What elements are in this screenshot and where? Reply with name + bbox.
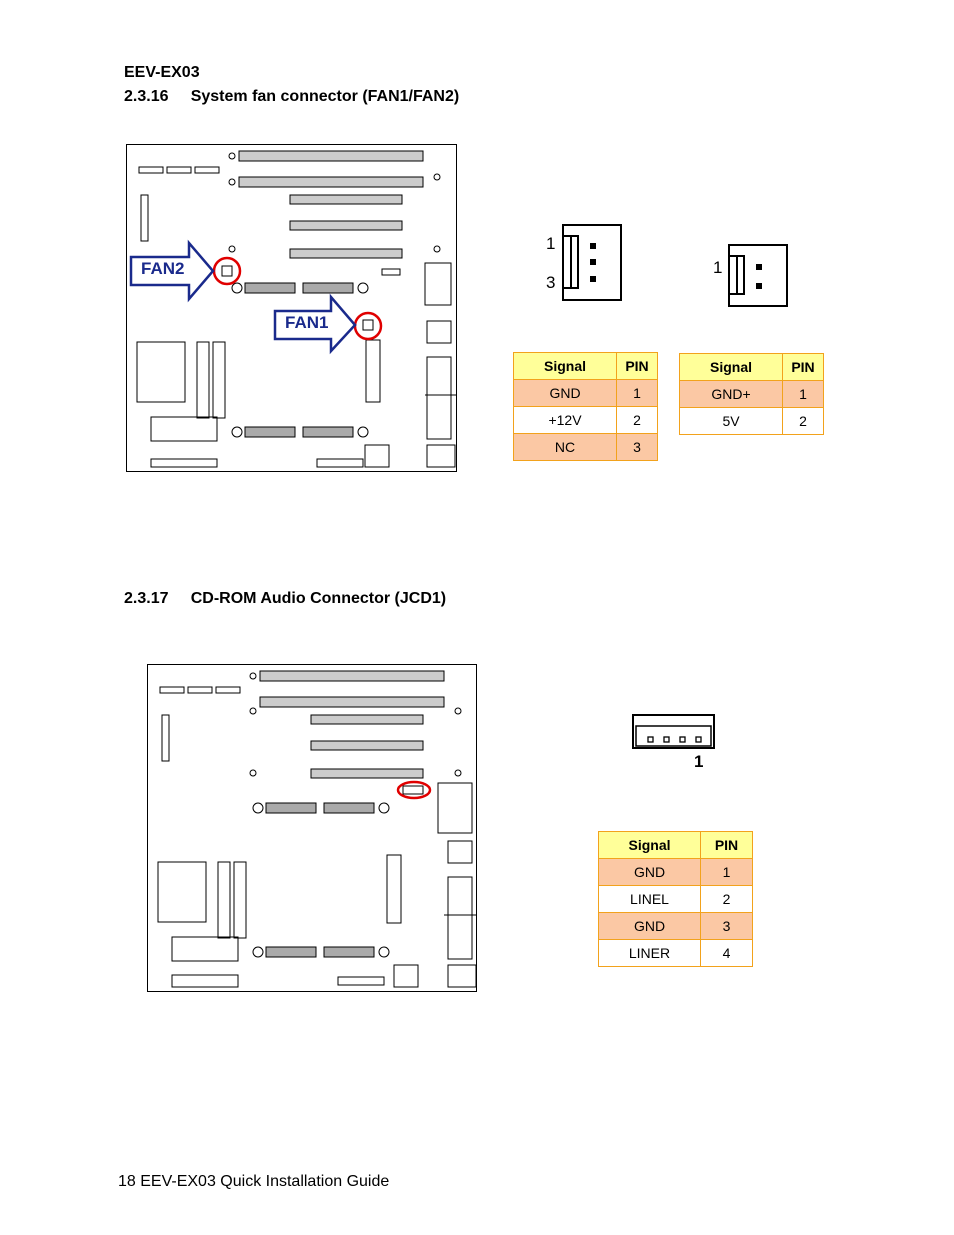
fan-2pin-label-1: 1 <box>713 258 723 277</box>
page-footer: 18 EEV-EX03 Quick Installation Guide <box>118 1173 390 1190</box>
cdrom-4pin-connector <box>632 714 716 750</box>
section-cdrom-title: 2.3.17 CD-ROM Audio Connector (JCD1) <box>124 590 447 607</box>
board-diagram-fan: FAN2 FAN1 <box>126 144 457 472</box>
board-diagram-fan-svg <box>129 150 456 468</box>
table-row: LINEL 2 <box>598 885 753 913</box>
table-row: LINER 4 <box>598 939 753 967</box>
signal-cell: GND <box>598 912 701 940</box>
table-header-pin: PIN <box>782 353 824 381</box>
signal-cell: LINEL <box>598 885 701 913</box>
table-row: GND+ 1 <box>679 380 824 408</box>
board-diagram-cdrom <box>147 664 477 992</box>
table-header-signal: Signal <box>679 353 783 381</box>
pin-cell: 3 <box>700 912 753 940</box>
fan-3pin-label-3: 3 <box>546 273 556 292</box>
pin-cell: 2 <box>616 406 658 434</box>
table-row: +12V 2 <box>513 406 658 434</box>
fan1-highlight <box>353 311 383 341</box>
signal-cell: GND <box>513 379 617 407</box>
fan-2pin-connector <box>728 244 790 308</box>
fan-2pin-connector-svg <box>728 244 788 307</box>
pin-cell: 1 <box>782 380 824 408</box>
board-diagram-cdrom-svg <box>157 670 476 988</box>
table-row: 5V 2 <box>679 407 824 435</box>
fan-3pin-table: Signal PIN GND 1 +12V 2 NC 3 <box>513 352 658 461</box>
pin-cell: 2 <box>782 407 824 435</box>
fan2-arrow <box>129 239 215 303</box>
signal-cell: NC <box>513 433 617 461</box>
pin-cell: 1 <box>700 858 753 886</box>
signal-cell: GND <box>598 858 701 886</box>
pin-cell: 1 <box>616 379 658 407</box>
fan-2pin-table: Signal PIN GND+ 1 5V 2 <box>679 353 824 435</box>
cdrom-pin-table: Signal PIN GND 1 LINEL 2 GND 3 LINER 4 <box>598 831 753 967</box>
cdrom-pin-label-1: 1 <box>694 752 704 771</box>
signal-cell: GND+ <box>679 380 783 408</box>
jcd1-highlight <box>396 780 432 800</box>
table-row: GND 3 <box>598 912 753 940</box>
pin-cell: 4 <box>700 939 753 967</box>
pin-cell: 3 <box>616 433 658 461</box>
signal-cell: 5V <box>679 407 783 435</box>
signal-cell: LINER <box>598 939 701 967</box>
fan1-arrow <box>273 293 357 355</box>
table-row: GND 1 <box>513 379 658 407</box>
fan2-highlight <box>212 256 242 286</box>
doc-model-heading: EEV-EX03 <box>124 64 200 81</box>
pin-cell: 2 <box>700 885 753 913</box>
table-header-signal: Signal <box>598 831 701 859</box>
fan-3pin-label-1: 1 <box>546 234 556 253</box>
fan2-label: FAN2 <box>141 259 185 278</box>
table-header-signal: Signal <box>513 352 617 380</box>
table-header-pin: PIN <box>700 831 753 859</box>
cdrom-4pin-connector-svg <box>632 714 715 749</box>
table-header-pin: PIN <box>616 352 658 380</box>
fan1-label: FAN1 <box>285 313 329 332</box>
fan-3pin-connector <box>562 224 624 302</box>
section-fan-title: 2.3.16 System fan connector (FAN1/FAN2) <box>124 88 460 105</box>
table-row: GND 1 <box>598 858 753 886</box>
table-row: NC 3 <box>513 433 658 461</box>
signal-cell: +12V <box>513 406 617 434</box>
fan-3pin-connector-svg <box>562 224 622 301</box>
